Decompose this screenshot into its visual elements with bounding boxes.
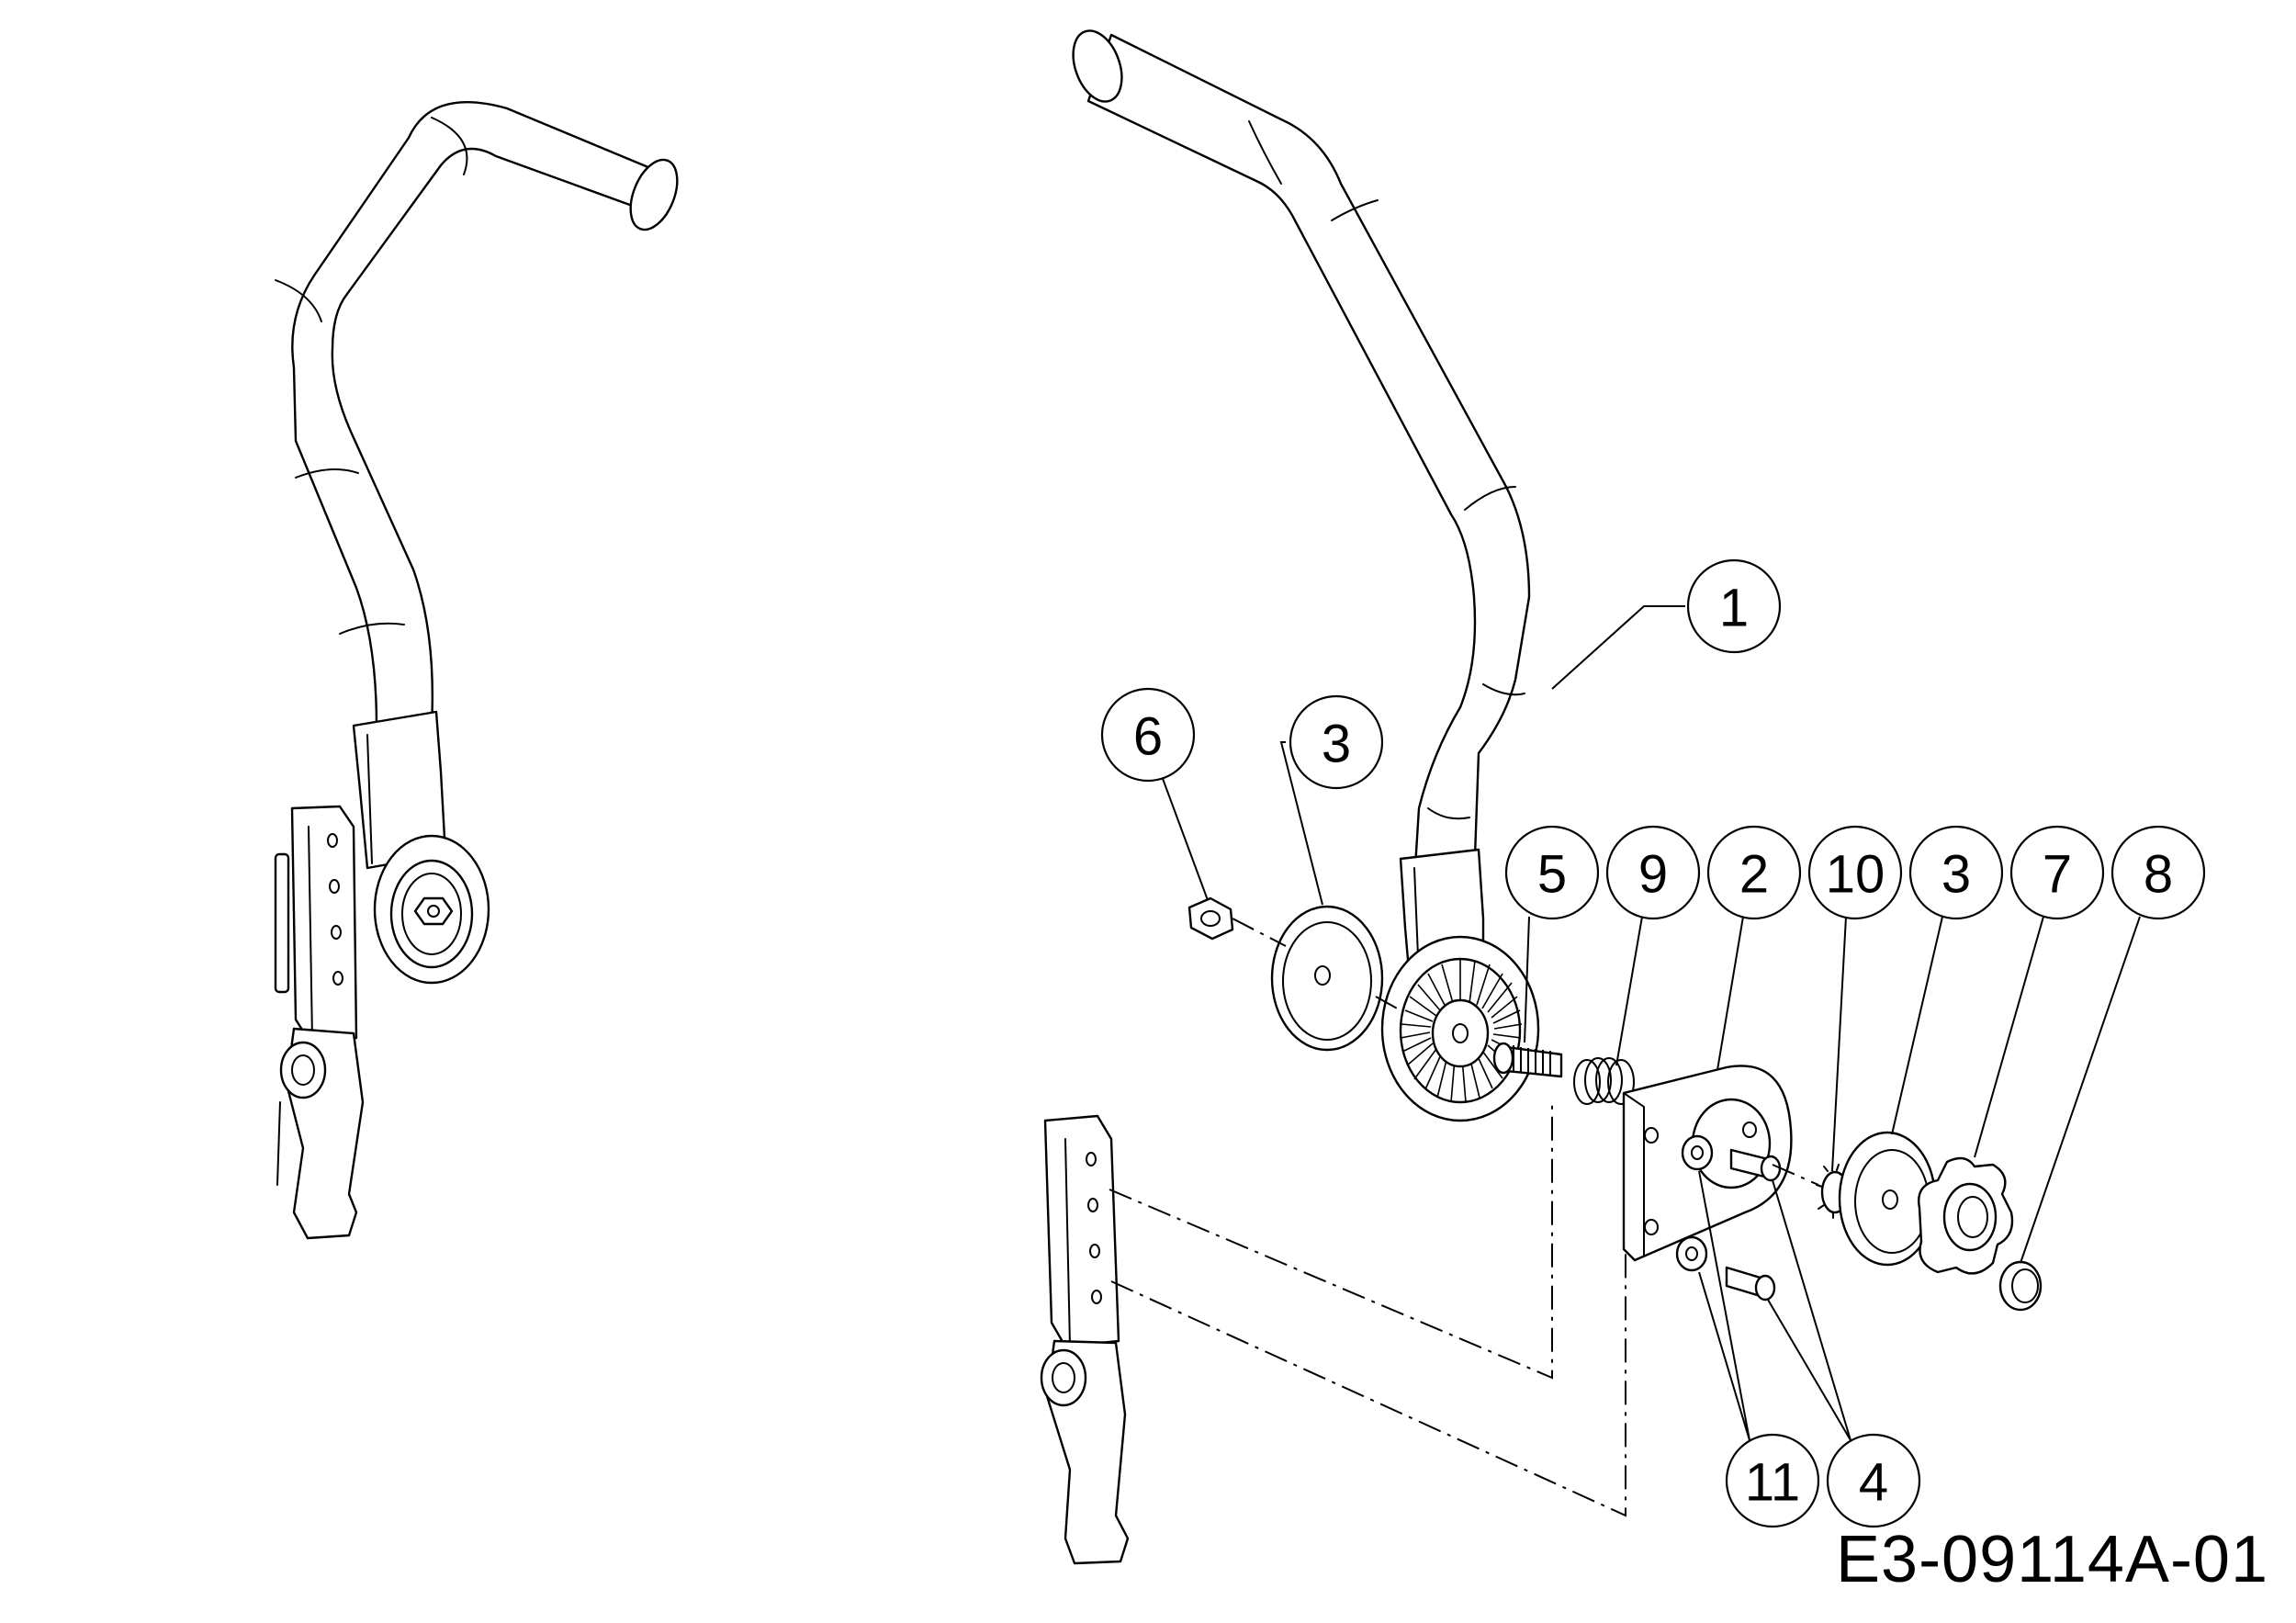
callout-1: 1 bbox=[1686, 558, 1782, 654]
part-spring-9 bbox=[1573, 1057, 1635, 1105]
leader-lines bbox=[1161, 605, 2141, 1441]
callout-6: 6 bbox=[1100, 687, 1196, 783]
callout-label: 1 bbox=[1719, 579, 1749, 638]
callout-label: 8 bbox=[2144, 845, 2173, 905]
left-nut bbox=[413, 896, 454, 926]
right-handle-tube-end bbox=[1072, 29, 1123, 103]
callout-8: 8 bbox=[2110, 825, 2206, 920]
callout-2: 2 bbox=[1706, 825, 1802, 920]
left-handle-tube bbox=[291, 101, 668, 727]
callout-9: 9 bbox=[1605, 825, 1701, 920]
callout-label: 2 bbox=[1739, 845, 1769, 905]
callout-label: 9 bbox=[1638, 845, 1668, 905]
left-handle-assembly bbox=[274, 101, 679, 1240]
callout-3-upper: 3 bbox=[1289, 694, 1384, 790]
callout-label: 5 bbox=[1537, 845, 1567, 905]
part-washers-11 bbox=[1675, 1134, 1714, 1272]
callout-4: 4 bbox=[1826, 1433, 1921, 1528]
callout-label: 11 bbox=[1745, 1453, 1800, 1513]
callout-11: 11 bbox=[1725, 1433, 1820, 1528]
part-bolt-5 bbox=[1492, 1042, 1563, 1078]
callout-label: 6 bbox=[1133, 707, 1163, 767]
right-adjust-rail bbox=[1040, 1114, 1130, 1565]
callout-3-right: 3 bbox=[1908, 825, 2004, 920]
left-adjust-rail bbox=[290, 805, 358, 1042]
callout-label: 3 bbox=[1322, 715, 1351, 774]
callout-label: 3 bbox=[1941, 845, 1971, 905]
callout-7: 7 bbox=[2009, 825, 2105, 920]
callout-label: 10 bbox=[1826, 845, 1885, 905]
left-handle-tube-end bbox=[629, 158, 679, 231]
right-handle-assembly bbox=[1072, 29, 1540, 1122]
part-cover-disc-3 bbox=[1270, 905, 1384, 1052]
callout-label: 4 bbox=[1859, 1453, 1888, 1513]
diagram-code: E3-09114A-01 bbox=[1836, 1523, 2268, 1596]
callout-5: 5 bbox=[1504, 825, 1600, 920]
assembly-centerlines bbox=[1109, 918, 1819, 1517]
part-cap-8 bbox=[1998, 1260, 2043, 1312]
part-knob-7 bbox=[1918, 1156, 2014, 1275]
callout-10: 10 bbox=[1807, 825, 1903, 920]
part-screws-4 bbox=[1725, 1148, 1782, 1302]
callout-label: 7 bbox=[2043, 845, 2072, 905]
part-nut-6 bbox=[1187, 896, 1234, 941]
